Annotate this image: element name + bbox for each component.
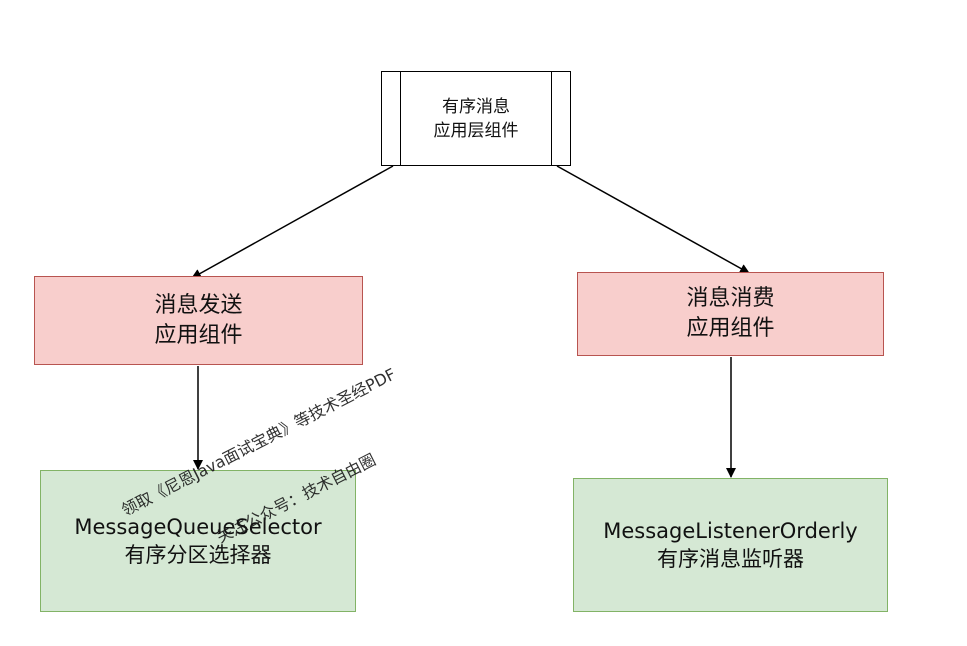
arrow-root-to-send	[191, 165, 394, 279]
root-label-line1: 有序消息	[442, 96, 510, 117]
message-consume-node: 消息消费 应用组件	[577, 272, 884, 356]
arrow-root-to-consume	[556, 165, 750, 274]
listener-label-line1: MessageListenerOrderly	[603, 519, 858, 543]
listener-label-line2: 有序消息监听器	[657, 547, 804, 571]
message-queue-selector-node: MessageQueueSelector 有序分区选择器	[40, 470, 356, 612]
consume-label-line2: 应用组件	[686, 316, 775, 341]
process-left-bar	[400, 72, 401, 165]
message-listener-orderly-node: MessageListenerOrderly 有序消息监听器	[573, 478, 888, 612]
root-label-line2: 应用层组件	[433, 120, 519, 141]
consume-label-line1: 消息消费	[686, 286, 775, 311]
process-right-bar	[551, 72, 552, 165]
selector-label-line2: 有序分区选择器	[124, 543, 272, 567]
ordered-message-app-layer-node: 有序消息 应用层组件	[381, 71, 571, 166]
send-label-line2: 应用组件	[154, 322, 243, 348]
message-send-node: 消息发送 应用组件	[34, 276, 363, 365]
send-label-line1: 消息发送	[154, 292, 243, 318]
selector-label-line1: MessageQueueSelector	[74, 515, 322, 539]
